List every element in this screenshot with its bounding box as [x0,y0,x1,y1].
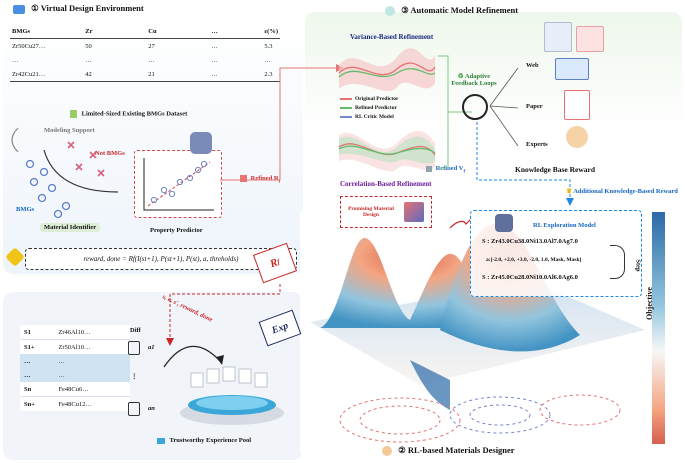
trophy-icon: ♛ [566,188,572,195]
curved-arrow [11,127,19,153]
paper-icon [564,90,590,120]
kb-web: Web [526,62,539,69]
action-a1: a1 [148,344,155,351]
legend-swatch [340,106,352,109]
monitor-icon [13,4,25,14]
rl-state: S : Zr43.0Cu38.0Ni13.0Al7.0Ag7.0 [482,238,578,245]
legend: Original Predictor Refined Predictor RL … [340,96,398,120]
not-bmg-markers [67,141,105,177]
llm-icon [462,94,488,120]
promising-design-box: Promising Material Design [340,196,432,228]
dataset-label: Limited-Sized Existing BMGs Dataset [70,110,187,118]
table-row: S1+Zr50Al10… [20,339,130,354]
expert-icon [566,126,588,148]
diff-label: Diff [130,327,141,334]
adaptive-loops-label: ♻ Adaptive Feedback Loops [451,73,497,88]
chart-icon [240,175,247,183]
rl-action: a:[-2.0, +2.0, +3.0, -2.0, 1.0, Mask, Ma… [486,257,582,263]
legend-item: RL Critic Model [340,114,398,120]
predictor-plot [143,158,214,211]
kb-connector [476,122,574,206]
not-bmgs-label: Not BMGs [95,150,125,157]
refined-rf-label: Refined Rf [240,175,280,184]
rl-next-state: S : Zr45.0Cu28.0Ni10.0Al6.0Ag6.0 [482,274,578,281]
correlation-refinement-title: Correlation-Based Refinement [340,180,432,188]
legend-item: Original Predictor [340,96,398,102]
reward-equation-box: reward, done = Rf(I(st+1), P(st+1), P(st… [25,248,297,270]
property-predictor-label: Property Predictor [150,227,203,234]
experience-pool-label: Trustworthy Experience Pool [157,437,251,444]
legend-item: Refined Predictor [340,105,398,111]
recycle-icon: ♻ [457,73,464,80]
rl-exploration-title: RL Exploration Model [533,222,596,229]
sequence-dots: ⋮ [131,373,138,380]
pool-icon [157,437,165,444]
legend-swatch [340,115,352,118]
rf-connector [220,64,344,181]
kb-reward-label: Knowledge Base Reward [515,165,595,174]
step-arrow [610,245,625,279]
designer-title: ② RL-based Materials Designer [382,445,515,457]
rl-robot-icon [495,214,513,232]
refinement-panel [305,12,682,212]
bmgs-label: BMGs [16,206,35,213]
kb-branches [489,67,519,147]
table-header: BMGs Zr Cu … ε(%) [10,24,280,39]
variance-refinement-title: Variance-Based Refinement [350,33,434,41]
virtual-design-title: ① Virtual Design Environment [13,3,144,14]
crystal-icon [404,202,424,222]
pool-arrow [163,345,224,368]
step-label: Step [634,259,642,272]
brain-icon [382,446,392,457]
transition-arrow [166,284,281,346]
material-identifier-label: Material Identifier [40,223,101,232]
diff-icon-n [128,402,140,416]
model-refinement-title: ③ Automatic Model Refinement [385,5,518,17]
kb-paper: Paper [526,103,543,110]
document-icon [70,110,77,118]
action-an: an [148,405,155,412]
material-identifier-plot [11,127,119,219]
kb-experts: Experts [526,141,548,148]
legend-swatch [340,97,352,100]
bmg-markers [25,159,71,219]
modeling-support-label: Modeling Support [44,127,95,134]
designer-panel [3,292,303,460]
reward-equation: reward, done = Rf(I(st+1), P(st+1), P(st… [83,255,239,263]
promising-design-label: Promising Material Design [348,205,394,218]
gear-cloud-icon [385,6,395,17]
wrench-icon [426,165,432,172]
objective-label: Objective [645,287,654,320]
objective-colorbar [652,212,665,444]
table-row: …… [20,368,130,382]
refined-vf-label: Refined Vf [426,165,465,174]
table-row: …… [20,354,130,368]
web-chart-icon [576,26,604,52]
experience-pool [180,366,284,425]
variance-plot [338,48,436,172]
table-row: Sn+Fe48Cu12… [20,396,130,411]
decision-boundary [43,149,119,193]
diff-icon [128,341,140,355]
additional-kb-label: ♛ Additional Knowledge-Based Reward [566,188,678,195]
robot-icon [190,132,212,154]
table-row: …………… [12,56,271,64]
web-docs-icon [544,22,572,52]
search-screen-icon [555,58,589,80]
